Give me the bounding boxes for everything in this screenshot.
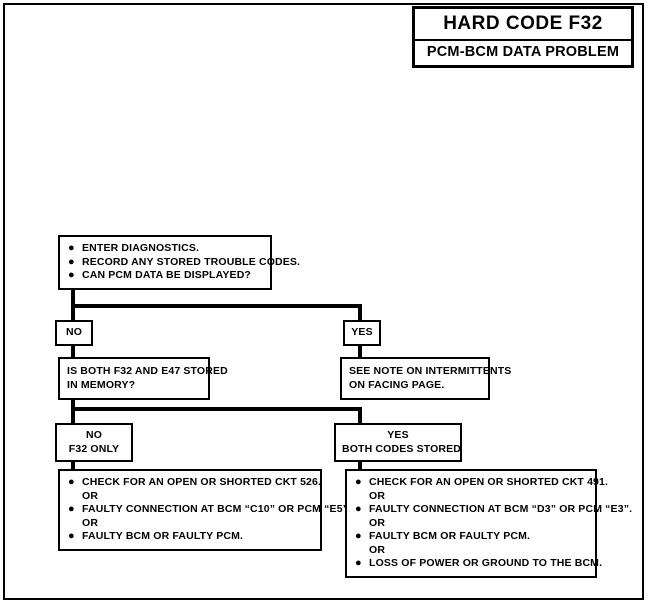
- bullet-icon: ●: [68, 242, 75, 254]
- bullet-icon: ●: [355, 530, 362, 542]
- connector-bus2-to-no-f32: [71, 407, 75, 425]
- branch-label-yes-both-codes: YES BOTH CODES STORED: [334, 423, 462, 462]
- page-title: HARD CODE F32: [443, 13, 603, 34]
- list-item: ● FAULTY CONNECTION AT BCM “C10” OR PCM …: [68, 503, 352, 515]
- bullet-icon: ●: [68, 503, 75, 515]
- bullet-icon: ●: [68, 255, 75, 268]
- title-block: HARD CODE F32 PCM-BCM DATA PROBLEM: [412, 6, 634, 69]
- connector-bus1-to-no: [71, 304, 75, 322]
- connector-bus1-to-yes: [358, 304, 362, 322]
- branch-label-yes-both-codes-text: YES BOTH CODES STORED: [342, 429, 462, 455]
- bullet-icon: ●: [355, 557, 362, 569]
- result-box-f32-only: ● CHECK FOR AN OPEN OR SHORTED CKT 526. …: [58, 469, 352, 551]
- connector-start-to-bus1: [71, 284, 75, 308]
- branch-label-yes-1: YES: [343, 320, 381, 346]
- or-separator: OR: [82, 516, 99, 529]
- branch-label-no-f32-only-text: NO F32 ONLY: [68, 429, 120, 455]
- list-item: ● CAN PCM DATA BE DISPLAYED?: [68, 269, 251, 281]
- list-item: ● FAULTY CONNECTION AT BCM “D3” OR PCM “…: [355, 503, 633, 515]
- result-left-list: ● CHECK FOR AN OPEN OR SHORTED CKT 526. …: [60, 471, 352, 549]
- or-separator: OR: [82, 489, 99, 502]
- start-box-list: ● ENTER DIAGNOSTICS. ● RECORD ANY STORED…: [60, 237, 301, 288]
- connector-no-to-question2: [71, 344, 75, 359]
- connector-bus2-to-yes-both: [358, 407, 362, 425]
- connector-no-f32-to-result-left: [71, 453, 75, 471]
- connector-bus1: [71, 304, 362, 308]
- list-item: ● RECORD ANY STORED TROUBLE CODES.: [68, 255, 301, 268]
- intermittents-note-text: SEE NOTE ON INTERMITTENTS ON FACING PAGE…: [349, 365, 512, 391]
- list-item: ● FAULTY BCM OR FAULTY PCM.: [68, 530, 244, 542]
- or-separator: OR: [369, 516, 386, 529]
- bullet-icon: ●: [355, 476, 362, 488]
- branch-label-no-f32-only: NO F32 ONLY: [55, 423, 133, 462]
- bullet-icon: ●: [68, 269, 75, 281]
- bullet-icon: ●: [355, 503, 362, 515]
- result-right-list: ● CHECK FOR AN OPEN OR SHORTED CKT 491. …: [347, 471, 633, 576]
- branch-label-no-1: NO: [55, 320, 93, 346]
- start-box: ● ENTER DIAGNOSTICS. ● RECORD ANY STORED…: [58, 235, 301, 290]
- or-separator: OR: [369, 489, 386, 502]
- list-item: ● LOSS OF POWER OR GROUND TO THE BCM.: [355, 557, 603, 569]
- connector-bus2: [71, 407, 362, 411]
- connector-yes-both-to-result-right: [358, 453, 362, 471]
- connector-yes-to-intermittents: [358, 344, 362, 359]
- page-subtitle: PCM-BCM DATA PROBLEM: [426, 43, 620, 60]
- bullet-icon: ●: [68, 530, 75, 542]
- question-f32-e47-text: IS BOTH F32 AND E47 STORED IN MEMORY?: [67, 365, 228, 391]
- list-item: ● CHECK FOR AN OPEN OR SHORTED CKT 526.: [68, 476, 322, 488]
- list-item: ● FAULTY BCM OR FAULTY PCM.: [355, 530, 531, 542]
- bullet-icon: ●: [68, 476, 75, 488]
- list-item: ● ENTER DIAGNOSTICS.: [68, 242, 200, 254]
- or-separator: OR: [369, 543, 386, 556]
- list-item: ● CHECK FOR AN OPEN OR SHORTED CKT 491.: [355, 476, 609, 488]
- question-f32-e47-box: IS BOTH F32 AND E47 STORED IN MEMORY?: [58, 357, 228, 400]
- title-divider: [415, 38, 631, 41]
- result-box-both-codes: ● CHECK FOR AN OPEN OR SHORTED CKT 491. …: [345, 469, 633, 578]
- intermittents-note-box: SEE NOTE ON INTERMITTENTS ON FACING PAGE…: [340, 357, 512, 400]
